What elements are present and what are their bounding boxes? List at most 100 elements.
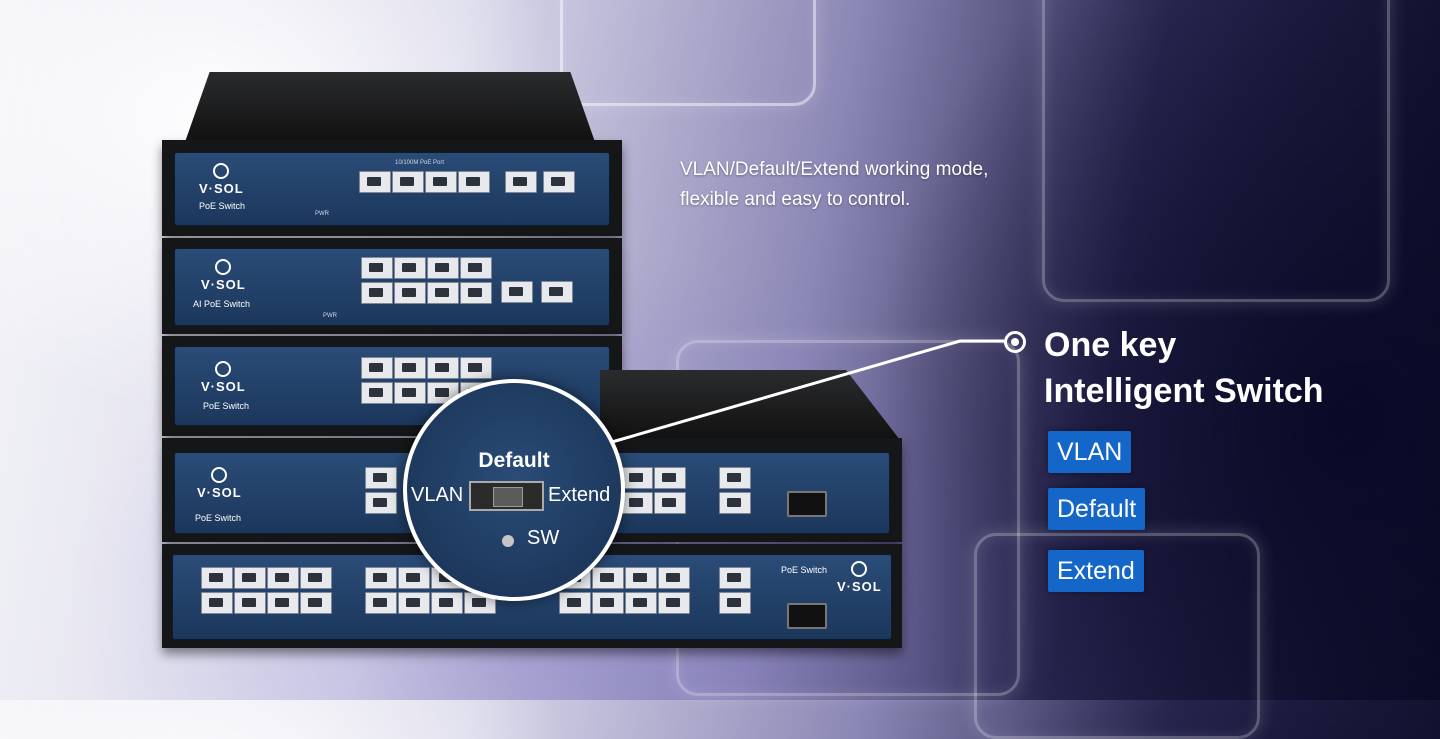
ethernet-port [365, 592, 397, 614]
ethernet-port [559, 592, 591, 614]
ethernet-port [425, 171, 457, 193]
ethernet-port [234, 592, 266, 614]
front-panel: V·SOL PoE Switch 10/100M PoE Port PWR [174, 152, 610, 226]
ethernet-port [300, 592, 332, 614]
ethernet-port [625, 567, 657, 589]
ethernet-port [398, 592, 430, 614]
brand-logo: V·SOL [837, 561, 882, 594]
callout-leader-line [0, 0, 1440, 700]
brand-logo: V·SOL [201, 259, 246, 292]
switch-unit-4-lid [600, 370, 900, 440]
headline-line-2: Intelligent Switch [1044, 372, 1324, 410]
ethernet-port [394, 357, 426, 379]
ethernet-port [201, 592, 233, 614]
port-group [365, 467, 397, 514]
ethernet-port [361, 257, 393, 279]
ethernet-port [398, 567, 430, 589]
ethernet-port [361, 282, 393, 304]
uplink-port-group [719, 567, 751, 614]
ethernet-port [427, 282, 459, 304]
front-panel: PoE Switch V·SOL [172, 554, 892, 640]
mode-switch-magnifier: Default VLAN Extend SW [403, 379, 625, 601]
port-group [361, 257, 492, 304]
switch-unit-1: V·SOL PoE Switch 10/100M PoE Port PWR [162, 140, 622, 236]
ethernet-port [654, 467, 686, 489]
pwr-led-label: PWR [315, 211, 329, 217]
ethernet-port [658, 592, 690, 614]
ethernet-port [267, 592, 299, 614]
brand-logo: V·SOL [199, 163, 244, 196]
front-panel: V·SOL AI PoE Switch PWR [174, 248, 610, 326]
ethernet-port [460, 282, 492, 304]
ethernet-port [592, 592, 624, 614]
ethernet-port [365, 492, 397, 514]
model-label: PoE Switch [199, 201, 246, 211]
model-label: PoE Switch [195, 513, 242, 523]
mode-slide-switch [469, 481, 544, 511]
ethernet-port [719, 492, 751, 514]
ethernet-port [365, 567, 397, 589]
sw-led-icon [502, 535, 514, 547]
switch-unit-5: PoE Switch V·SOL [162, 544, 902, 648]
magnifier-default-label: Default [478, 449, 550, 472]
uplink-port-group [501, 281, 573, 303]
ethernet-port [541, 281, 573, 303]
ethernet-port [543, 171, 575, 193]
ethernet-port [392, 171, 424, 193]
model-label: AI PoE Switch [193, 299, 251, 309]
mode-badge-default: Default [1048, 488, 1146, 530]
ethernet-port [460, 357, 492, 379]
ethernet-port [625, 592, 657, 614]
ethernet-port [719, 467, 751, 489]
ethernet-port [505, 171, 537, 193]
model-label: PoE Switch [781, 565, 828, 575]
ethernet-port [394, 382, 426, 404]
ethernet-port [234, 567, 266, 589]
ethernet-port [458, 171, 490, 193]
pwr-led-label: PWR [323, 313, 337, 319]
magnifier-sw-label: SW [527, 527, 560, 549]
tagline: VLAN/Default/Extend working mode, flexib… [680, 155, 988, 215]
port-group-right [621, 467, 686, 514]
model-label: PoE Switch [203, 401, 250, 411]
mode-badge-extend: Extend [1048, 550, 1144, 592]
glass-frame-top-left [560, 0, 816, 106]
ethernet-port [431, 592, 463, 614]
magnifier-extend-label: Extend [548, 484, 611, 506]
ethernet-port [201, 567, 233, 589]
switch-unit-1-lid [185, 72, 595, 142]
callout-target-icon [1004, 331, 1026, 353]
ethernet-port [361, 357, 393, 379]
ethernet-port [592, 567, 624, 589]
mode-badge-vlan: VLAN [1048, 431, 1132, 473]
ethernet-port [365, 467, 397, 489]
headline-line-1: One key [1044, 326, 1177, 364]
switch-unit-2: V·SOL AI PoE Switch PWR [162, 238, 622, 334]
headline: One key Intelligent Switch [1044, 322, 1324, 414]
sfp-port [787, 603, 827, 629]
uplink-port-group [719, 467, 751, 514]
ethernet-port [501, 281, 533, 303]
magnifier-vlan-label: VLAN [411, 484, 464, 506]
ethernet-port [719, 567, 751, 589]
tagline-line-1: VLAN/Default/Extend working mode, [680, 159, 989, 180]
ethernet-port [394, 282, 426, 304]
ethernet-port [359, 171, 391, 193]
port-header-label: 10/100M PoE Port [395, 160, 445, 166]
ethernet-port [361, 382, 393, 404]
port-group-1 [201, 567, 332, 614]
ethernet-port [300, 567, 332, 589]
port-group [359, 171, 490, 193]
tagline-line-2: flexible and easy to control. [680, 189, 911, 210]
brand-logo: V·SOL [201, 361, 246, 394]
ethernet-port [654, 492, 686, 514]
ethernet-port [394, 257, 426, 279]
brand-logo: V·SOL [197, 467, 242, 500]
ethernet-port [460, 257, 492, 279]
uplink-port-group [505, 171, 575, 193]
ethernet-port [719, 592, 751, 614]
glass-frame-top-right [1042, 0, 1390, 302]
ethernet-port [658, 567, 690, 589]
ethernet-port [427, 357, 459, 379]
ethernet-port [427, 257, 459, 279]
